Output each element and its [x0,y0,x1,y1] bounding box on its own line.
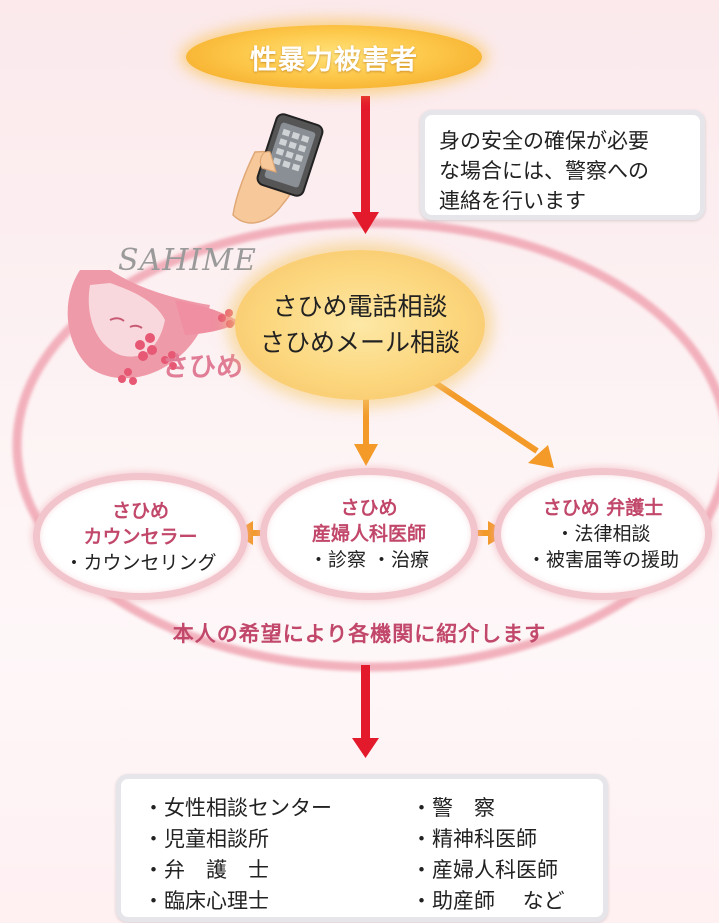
institution-item: ・警 察 [411,796,495,820]
safety-note-line: 身の安全の確保が必要 [439,129,649,153]
gynecologist-node: さひめ 産婦人科医師 ・診察 ・治療 [260,468,478,600]
institution-item: ・弁 護 士 [143,858,269,882]
institutions-left-column: ・女性相談センター ・児童相談所 ・弁 護 士 ・臨床心理士 [143,793,332,917]
institutions-right-column: ・警 察 ・精神科医師 ・産婦人科医師 ・助産師 など [411,793,565,917]
counselor-title-1: さひめ [111,499,169,522]
counselor-node: さひめ カウンセラー ・カウンセリング [33,473,248,600]
arrow-center-to-lawyer [414,367,554,468]
gynecologist-item: ・診察 ・治療 [308,549,430,571]
institutions-box: ・女性相談センター ・児童相談所 ・弁 護 士 ・臨床心理士 ・警 察 ・精神科… [116,774,608,922]
institution-item: ・精神科医師 [411,827,537,851]
sahime-mascot-logo [67,270,240,385]
institution-item: ・助産師 など [411,889,565,913]
institution-item: ・児童相談所 [143,827,269,851]
arrow-to-institutions [352,665,379,758]
sahime-consultation-node: さひめ電話相談 さひめメール相談 [235,250,485,400]
phone-consultation-label: さひめ電話相談 [272,292,448,321]
sahime-logo-text: SAHIME [118,243,257,278]
safety-note-box: 身の安全の確保が必要 な場合には、警察への 連絡を行います [420,110,705,220]
counselor-title-2: カウンセラー [83,525,198,548]
sahime-logo-jp: さひめ [162,352,243,383]
safety-note-line: な場合には、警察への [439,159,649,183]
mail-consultation-label: さひめメール相談 [259,328,460,357]
counselor-item: ・カウンセリング [64,551,217,574]
safety-note-line: 連絡を行います [439,189,586,213]
victim-node: 性暴力被害者 [186,25,482,89]
gynecologist-title-1: さひめ [340,497,398,519]
lawyer-node: さひめ 弁護士 ・法律相談 ・被害届等の援助 [494,468,712,600]
institution-item: ・産婦人科医師 [411,858,558,882]
referral-caption: 本人の希望により各機関に紹介します [172,622,547,646]
institution-item: ・臨床心理士 [143,889,269,913]
lawyer-item-2: ・被害届等の援助 [526,549,679,571]
arrow-center-to-gynecologist [354,370,378,466]
lawyer-title: さひめ 弁護士 [542,497,664,519]
arrow-victim-to-center [352,96,379,234]
lawyer-item-1: ・法律相談 [555,523,651,545]
smartphone-hand-icon [232,113,324,224]
institution-item: ・女性相談センター [143,796,332,820]
gynecologist-title-2: 産婦人科医師 [311,523,426,545]
